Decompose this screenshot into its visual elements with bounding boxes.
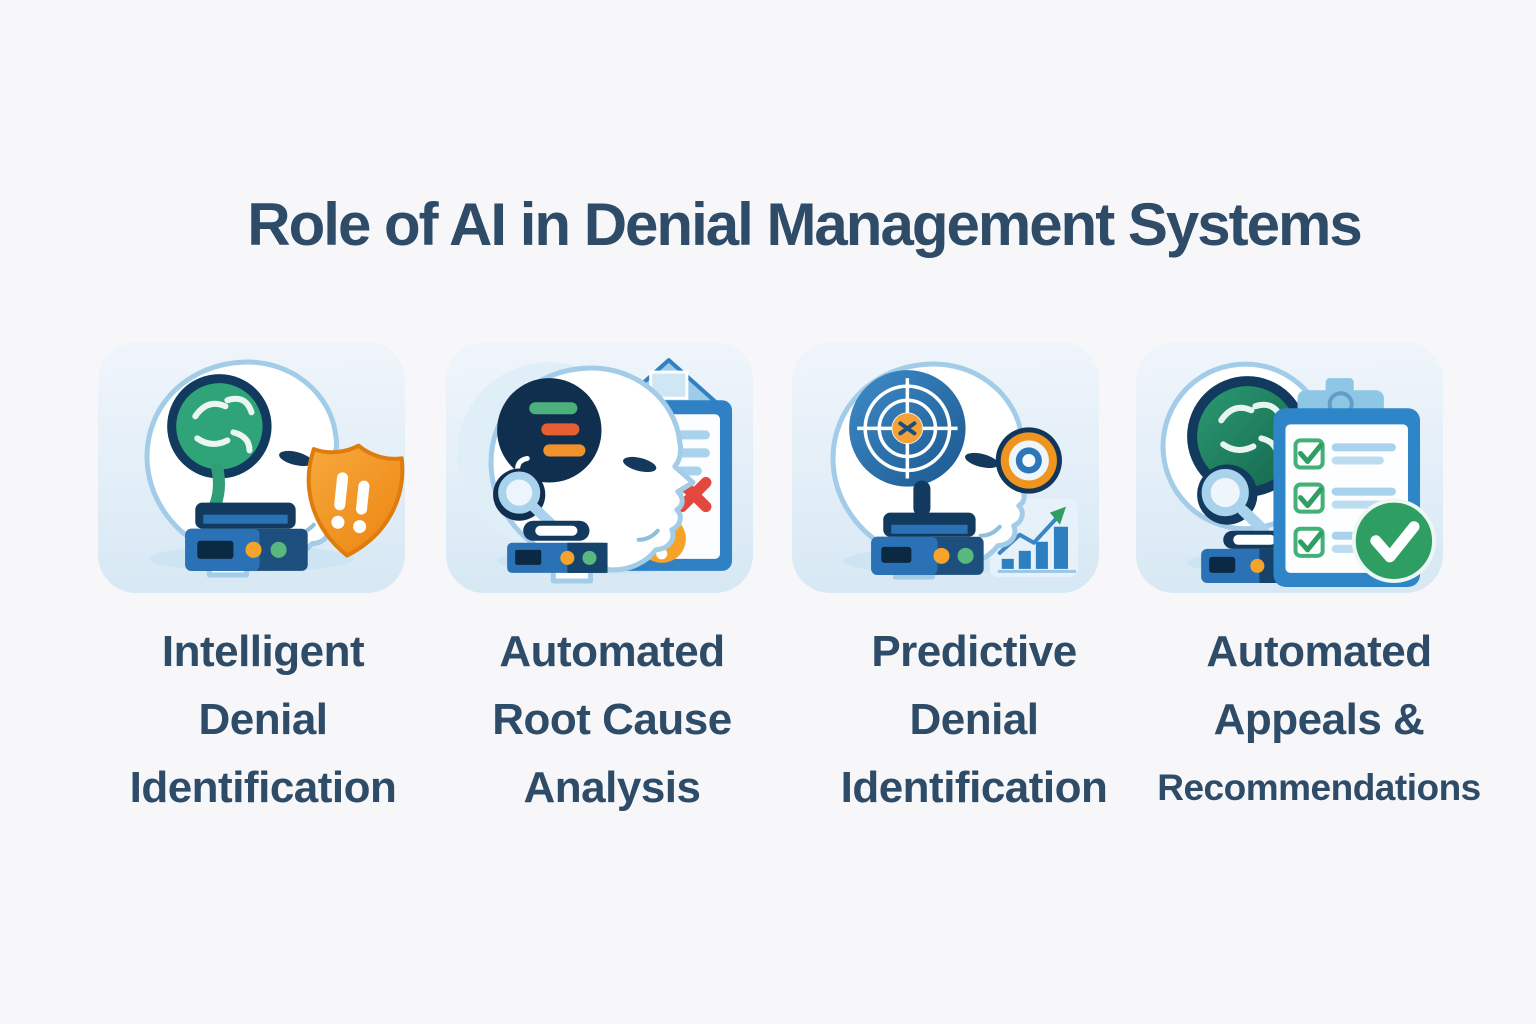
label-line: Recommendations — [1157, 767, 1481, 808]
ai-head-checklist-approved-icon — [1160, 361, 1437, 587]
eye — [623, 456, 657, 473]
eye — [965, 452, 999, 469]
card-automated-appeals-recommendations — [1136, 342, 1443, 593]
lens-icon — [995, 427, 1062, 494]
robot-base — [185, 502, 308, 571]
page-title: Role of AI in Denial Management Systems — [247, 191, 1362, 258]
ai-head-target-trend-chart-icon — [830, 361, 1079, 580]
label-line: Identification — [840, 763, 1108, 812]
checklist-clipboard-icon — [1273, 378, 1437, 587]
label-line: Identification — [129, 763, 397, 812]
eye — [279, 450, 313, 467]
card-automated-root-cause-analysis — [446, 342, 753, 593]
analysis-brain-icon — [497, 378, 602, 483]
brain-icon — [167, 374, 272, 511]
green-indicator-dot — [270, 541, 287, 558]
smile — [978, 524, 1002, 538]
trend-arrow-icon — [1049, 506, 1066, 525]
green-indicator-dot — [582, 550, 597, 565]
label-line: Denial — [909, 695, 1039, 744]
label-line: Automated — [499, 627, 725, 676]
orange-indicator-dot — [245, 541, 262, 558]
label-line: Intelligent — [161, 627, 365, 676]
ai-head-brain-shield-alert-icon — [144, 359, 405, 578]
card-intelligent-denial-identification — [98, 342, 405, 593]
orange-indicator-dot — [1250, 558, 1265, 573]
card-predictive-denial-identification — [792, 342, 1099, 593]
robot-base — [871, 512, 984, 575]
label-predictive-denial-identification: Predictive Denial Identification — [784, 618, 1164, 822]
orange-indicator-dot — [560, 550, 575, 565]
ai-head-document-error-analysis-icon — [456, 358, 733, 584]
label-line: Automated — [1206, 627, 1432, 676]
label-line: Predictive — [871, 627, 1077, 676]
label-line: Denial — [198, 695, 328, 744]
magnifier-icon — [493, 468, 557, 529]
orange-indicator-dot — [933, 547, 950, 564]
target-brain-icon — [849, 370, 966, 487]
label-line: Appeals & — [1213, 695, 1425, 744]
label-line: Analysis — [523, 763, 701, 812]
robot-base — [507, 520, 608, 573]
neck-capsule — [913, 480, 931, 517]
label-automated-appeals-recommendations: Automated Appeals & Recommendations — [1129, 618, 1509, 822]
label-automated-root-cause-analysis: Automated Root Cause Analysis — [422, 618, 802, 822]
label-line: Root Cause — [492, 695, 732, 744]
approved-check-badge-icon — [1351, 498, 1437, 583]
smile — [636, 528, 660, 542]
alert-shield-icon — [306, 443, 405, 558]
label-intelligent-denial-identification: Intelligent Denial Identification — [73, 618, 453, 822]
magnifier-icon — [1197, 464, 1269, 536]
green-indicator-dot — [957, 547, 974, 564]
